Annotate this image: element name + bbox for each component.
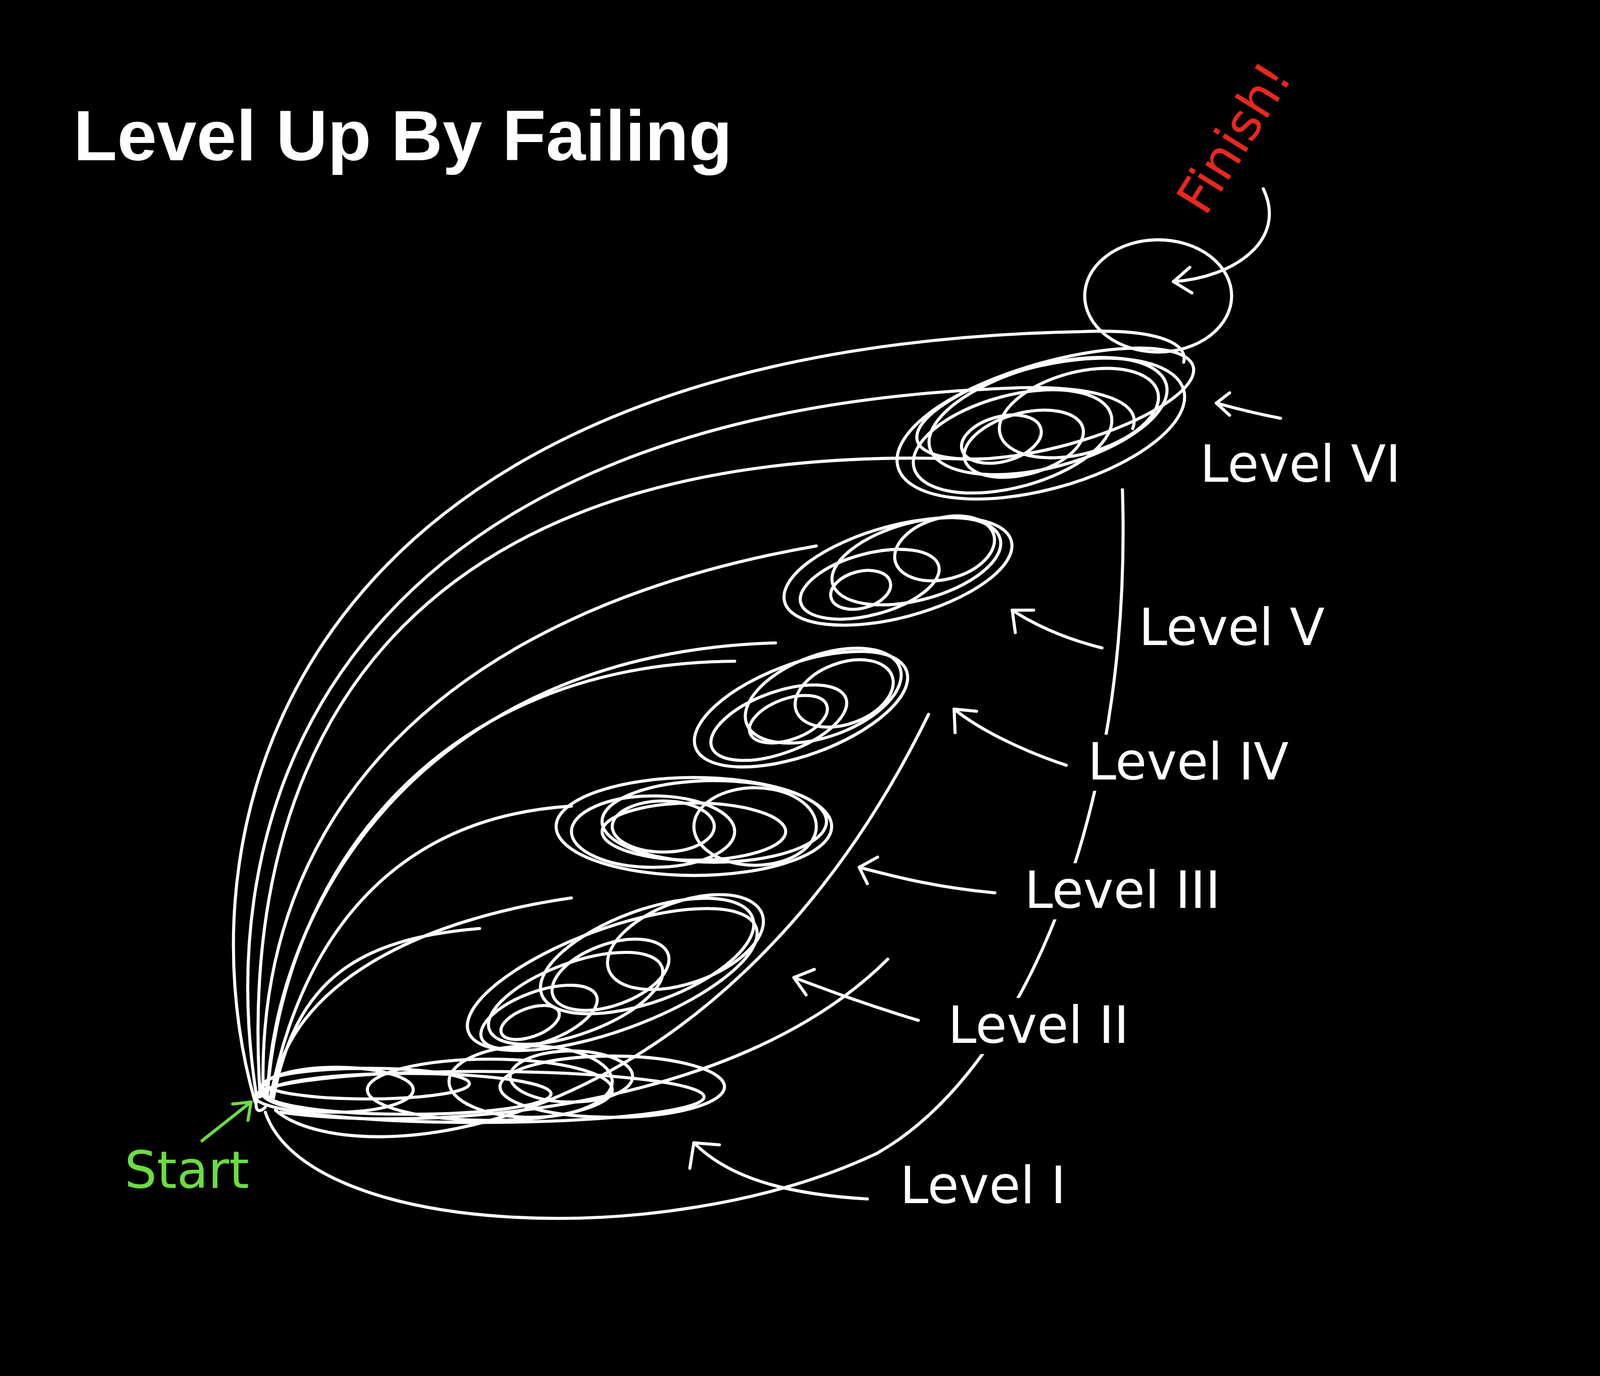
level-label: Level V (1134, 600, 1330, 657)
level-label: Level IV (1083, 734, 1293, 791)
diagram-title: Level Up By Failing (73, 97, 733, 176)
level-label: Level I (895, 1158, 1070, 1215)
level-label: Level VI (1196, 436, 1405, 493)
level-label: Finish! (1165, 49, 1305, 227)
level-label: Level III (1020, 863, 1225, 920)
level-label: Level II (943, 997, 1133, 1055)
level-label: Start (120, 1143, 254, 1200)
